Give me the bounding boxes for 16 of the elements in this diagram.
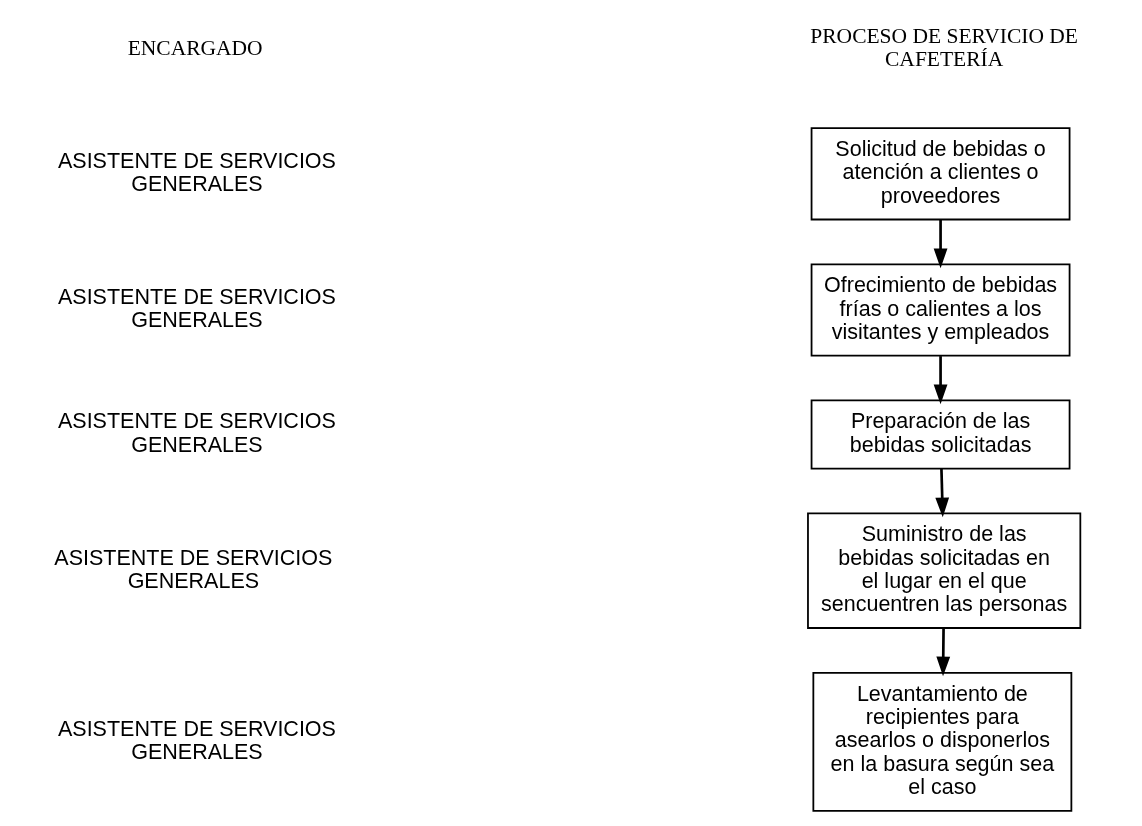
label: ASISTENTE DE SERVICIOS GENERALES [57,148,336,196]
label: ASISTENTE DE SERVICIOS GENERALES [57,284,336,333]
label: ASISTENTE DE SERVICIOS GENERALES [57,716,336,764]
node-box: Ofrecimiento de bebidas frías o calientes a los visitantes y empleados [810,263,1071,357]
arrow [933,356,948,405]
label: PROCESO DE SERVICIO DE CAFETERÍA [810,24,1078,72]
label: ASISTENTE DE SERVICIOS GENERALES [54,545,333,593]
label: ASISTENTE DE SERVICIOS GENERALES [57,409,336,457]
arrow [935,469,950,518]
node-box: Levantamiento de recipientes para asearlos o disponerlos en la basura según sea el caso [812,671,1073,812]
arrow [936,628,951,677]
label: ENCARGADO [127,35,263,60]
arrow [933,219,948,269]
node-box: Preparación de las bebidas solicitadas [810,399,1071,470]
node-box: Solicitud de bebidas o atención a clientes o proveedores [810,127,1071,221]
node-box: Suministro de las bebidas solicitadas en el lugar en el que sencuentren las personas [807,512,1082,629]
